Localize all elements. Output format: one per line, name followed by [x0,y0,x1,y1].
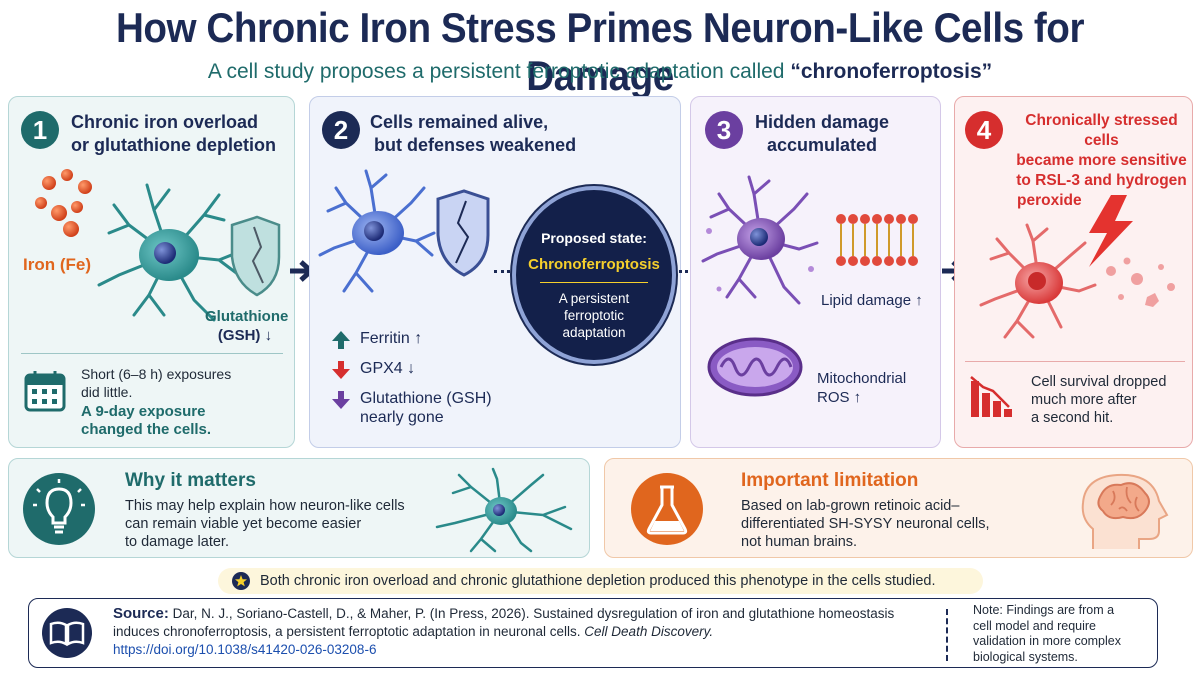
limitation-text: Based on lab-grown retinoic acid–differe… [741,498,990,550]
nucleus-icon [154,242,176,264]
star-note-text: Both chronic iron overload and chronic g… [260,573,936,589]
teal-neuron-icon [435,467,573,553]
cell-fragments-icon [1106,257,1175,307]
brain-icon [1081,473,1169,549]
step3-number: 3 [705,111,743,149]
star-icon [232,572,250,590]
step3-illustration [701,175,918,305]
calendar-icon [24,371,66,412]
step2-number: 2 [322,111,360,149]
proposed-label: Proposed state: [541,230,647,246]
dotted-connector [672,270,696,273]
proposed-state-oval: Proposed state: Chronoferroptosis A pers… [512,186,676,364]
doi-link[interactable]: https://doi.org/10.1038/s41420-026-03208… [113,642,377,657]
lightbulb-icon [23,473,95,545]
proposed-term: Chronoferroptosis [528,256,660,273]
iron-label: Iron (Fe) [23,255,91,274]
step2-illustration [318,169,490,293]
dotted-connector [494,270,516,273]
subtitle-term: “chronoferroptosis” [790,60,993,83]
ferritin-label: Ferritin ↑ [360,330,423,347]
lightning-bolt-icon [1089,195,1133,267]
limitation-title: Important limitation [741,470,919,491]
divider [965,361,1185,362]
step1-illustration [35,169,281,322]
page-subtitle: A cell study proposes a persistent ferro… [0,60,1200,84]
arrow-up-icon [332,331,350,349]
star-note: Both chronic iron overload and chronic g… [218,568,983,594]
important-limitation-box: Important limitation Based on lab-grown … [604,458,1193,558]
step1-number: 1 [21,111,59,149]
proposed-divider [540,282,648,283]
why-it-matters-box: Why it matters This may help explain how… [8,458,590,558]
cracked-shield-icon [230,215,281,297]
flask-icon [631,473,703,545]
page-title: How Chronic Iron Stress Primes Neuron-Li… [115,4,1085,99]
source-divider [946,609,948,661]
iron-particles-icon [35,169,92,237]
lipid-membrane-icon [836,214,918,266]
gsh-label: Glutathione(GSH) ↓ [205,308,289,344]
arrow-down-icon [332,391,350,409]
open-book-icon [42,608,92,658]
mitochondria-icon [707,337,803,397]
step4-illustration [979,195,1175,339]
step2-heading: Cells remained alive,but defenses weaken… [370,112,577,155]
gpx4-label: GPX4 ↓ [360,360,416,377]
gsh-gone-label: Glutathione (GSH)nearly gone [360,390,492,426]
cracked-shield-icon [436,189,490,277]
purple-neuron-icon [701,175,819,305]
why-title: Why it matters [125,470,256,491]
why-text: This may help explain how neuron-like ce… [125,498,405,550]
source-citation: Source: Dar, N. J., Soriano-Castell, D.,… [113,605,943,659]
subtitle-text: A cell study proposes a persistent ferro… [207,60,791,83]
step4-number: 4 [965,111,1003,149]
lipid-damage-label: Lipid damage ↑ [821,292,923,309]
arrow-down-icon [332,361,350,379]
source-box: Source: Dar, N. J., Soriano-Castell, D.,… [28,598,1158,668]
divider [21,353,283,354]
declining-bar-chart-icon [970,376,1012,417]
